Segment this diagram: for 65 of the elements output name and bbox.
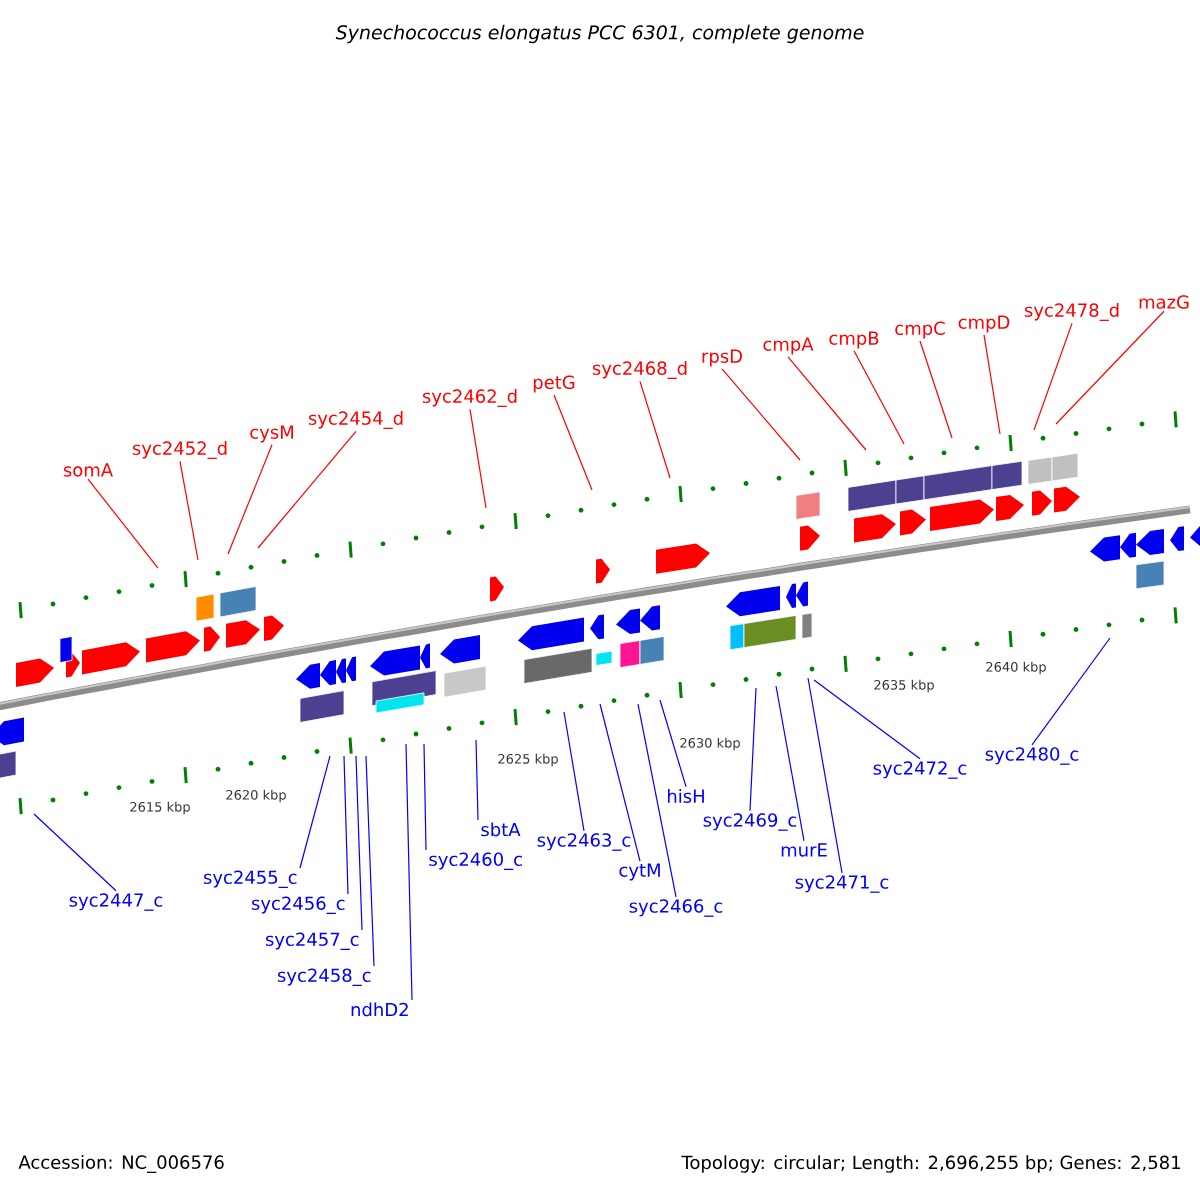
leader-line bbox=[179, 460, 199, 561]
leader-line bbox=[807, 677, 843, 874]
gene-label: cytM bbox=[619, 863, 660, 881]
gene-label: cysM bbox=[250, 425, 293, 443]
gene-label: cmpA bbox=[763, 337, 814, 355]
leader-line bbox=[299, 755, 331, 869]
gene-label: ndhD2 bbox=[351, 1002, 408, 1017]
gene-label: hisH bbox=[668, 789, 704, 803]
gene-label: syc2457_c bbox=[265, 932, 359, 950]
title: Synechococcus elongatus PCC 6301, complete genome bbox=[335, 24, 864, 44]
gene-label: cmpD bbox=[958, 315, 1010, 333]
leader-line bbox=[659, 699, 687, 788]
leader-line bbox=[423, 743, 427, 851]
leader-line bbox=[919, 340, 953, 439]
gene-label: syc2447_c bbox=[69, 893, 163, 911]
gene-label: mazG bbox=[1139, 295, 1189, 309]
leader-line bbox=[1031, 637, 1111, 746]
leader-line bbox=[365, 755, 375, 967]
gene-label: syc2468_d bbox=[592, 361, 687, 379]
gene-label: syc2478_d bbox=[1024, 303, 1119, 321]
gene-label: syc2455_c bbox=[203, 870, 297, 888]
leader-line bbox=[405, 743, 413, 1001]
gene-label: syc2469_c bbox=[703, 813, 797, 831]
leader-line bbox=[33, 813, 117, 892]
gene-label: syc2458_c bbox=[277, 968, 371, 986]
footer-text: Topology: circular; Length: 2,696,255 bp; Genes: 2,581 bbox=[681, 1155, 1180, 1173]
gene-label: cmpB bbox=[829, 331, 879, 349]
leader-line bbox=[599, 703, 641, 862]
leader-line bbox=[227, 444, 273, 555]
leader-line bbox=[1033, 322, 1073, 431]
footer-text: Accession: NC_006576 bbox=[18, 1155, 224, 1173]
gene-label: rpsD bbox=[702, 349, 742, 367]
gene-label: somA bbox=[63, 463, 113, 477]
gene-label: petG bbox=[533, 375, 575, 393]
gene-label: syc2466_c bbox=[629, 899, 723, 917]
leader-line bbox=[355, 755, 363, 931]
leader-line bbox=[343, 755, 349, 895]
leader-line bbox=[1055, 310, 1165, 425]
leader-line bbox=[469, 408, 487, 509]
gene-label: syc2480_c bbox=[985, 747, 1079, 765]
gene-label: cmpC bbox=[895, 321, 945, 339]
leader-line bbox=[721, 368, 801, 461]
gene-label: sbtA bbox=[481, 822, 521, 837]
leader-line bbox=[637, 703, 677, 898]
gene-label: syc2462_d bbox=[422, 389, 517, 407]
gene-label: syc2460_c bbox=[429, 852, 522, 870]
leader-line bbox=[639, 380, 671, 479]
gene-label: syc2472_c bbox=[873, 761, 967, 779]
leader-line bbox=[775, 685, 805, 842]
leader-line bbox=[853, 350, 905, 445]
gene-label: syc2463_c bbox=[537, 833, 631, 851]
gene-label: syc2454_d bbox=[308, 411, 403, 429]
leader-line bbox=[87, 478, 159, 569]
leader-line bbox=[813, 679, 921, 760]
leader-line bbox=[563, 711, 585, 832]
leader-line bbox=[553, 394, 593, 491]
leader-line bbox=[749, 687, 757, 812]
leader-line bbox=[475, 739, 479, 821]
gene-label: murE bbox=[781, 843, 827, 857]
leader-line bbox=[983, 334, 1001, 435]
leader-line bbox=[787, 356, 867, 451]
gene-label: syc2471_c bbox=[795, 875, 889, 893]
leader-line bbox=[257, 430, 357, 549]
gene-label: syc2456_c bbox=[251, 896, 345, 914]
gene-label: syc2452_d bbox=[132, 441, 227, 459]
